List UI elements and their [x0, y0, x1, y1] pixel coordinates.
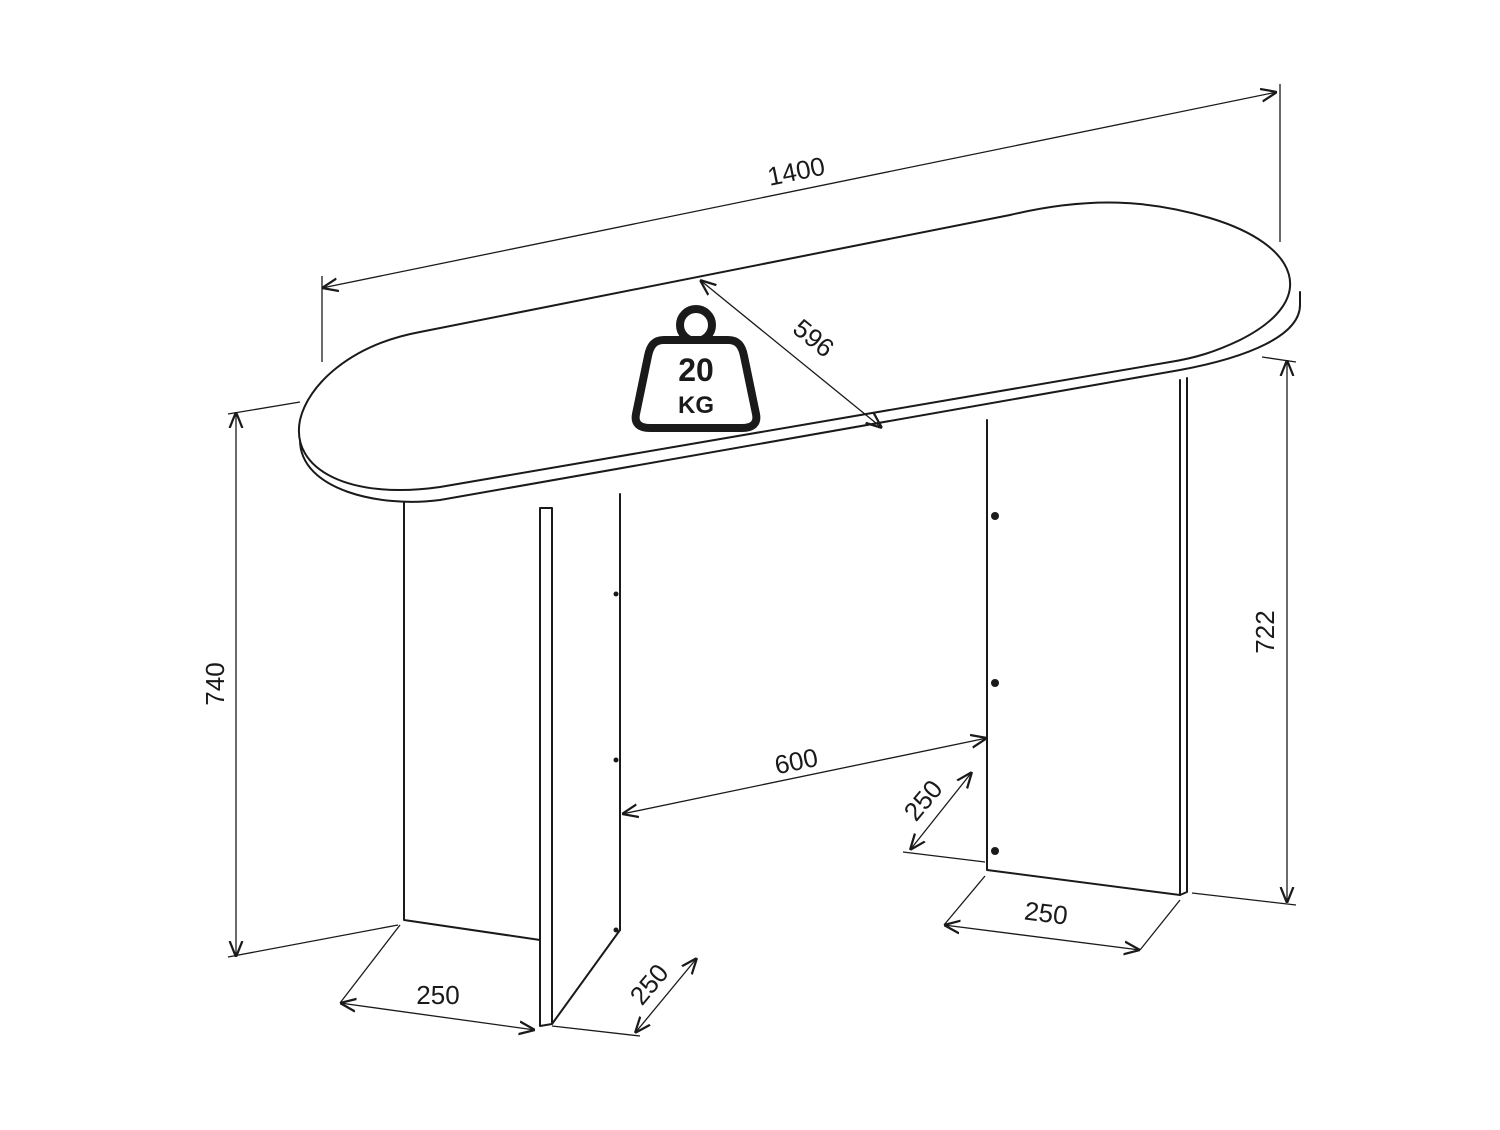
dimension-front-depth-250: [551, 958, 697, 1037]
weight-value: 20: [678, 352, 714, 388]
back-right-leg: [986, 377, 1188, 896]
weight-icon: 20 KG: [631, 305, 761, 432]
label-back-width-250: 250: [1023, 896, 1070, 931]
front-left-leg: [403, 493, 621, 1027]
dimension-length-1400: [322, 84, 1281, 362]
label-front-width-250: 250: [416, 980, 459, 1010]
dimension-height-722: [1191, 356, 1297, 906]
screw-dots: [613, 512, 999, 933]
weight-unit: KG: [678, 392, 714, 419]
table-top: [297, 201, 1301, 503]
dimension-back-depth-250: [902, 772, 986, 863]
dimension-width-596: [700, 280, 882, 428]
label-back-depth-250: 250: [898, 774, 949, 827]
dimension-back-width-250: [944, 875, 1181, 950]
label-height-722: 722: [1250, 610, 1280, 653]
label-height-740: 740: [200, 662, 230, 705]
dimension-height-740: [227, 401, 399, 958]
label-front-depth-250: 250: [624, 958, 675, 1011]
dimension-front-width-250: [340, 924, 535, 1030]
dimension-gap-600: [622, 738, 987, 814]
